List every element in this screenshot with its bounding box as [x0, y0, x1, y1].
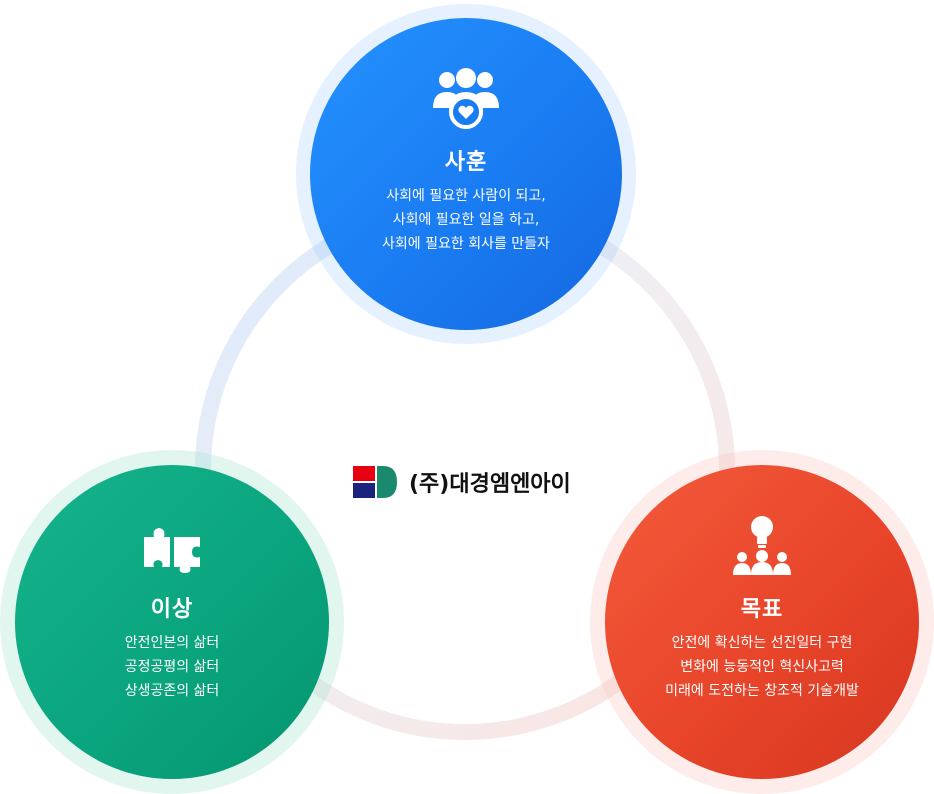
goal-line: 변화에 능동적인 혁신사고력 [680, 659, 844, 675]
goal-circle: 목표 안전에 확신하는 선진일터 구현 변화에 능동적인 혁신사고력 미래에 도… [605, 465, 919, 779]
motto-line: 사회에 필요한 회사를 만들자 [382, 236, 550, 252]
goal-line: 안전에 확신하는 선진일터 구현 [671, 635, 853, 651]
ideal-line: 상생공존의 삶터 [124, 683, 220, 699]
goal-line: 미래에 도전하는 창조적 기술개발 [665, 683, 859, 699]
motto-title: 사훈 [444, 150, 488, 175]
motto-circle: 사훈 사회에 필요한 사람이 되고, 사회에 필요한 일을 하고, 사회에 필요… [310, 18, 622, 330]
logo-mark-icon [353, 466, 397, 498]
motto-line: 사회에 필요한 사람이 되고, [386, 188, 546, 204]
lightbulb-team-icon [733, 516, 791, 575]
ideal-line: 안전인본의 삶터 [124, 635, 220, 651]
puzzle-icon [144, 528, 200, 573]
company-logo: (주)대경엠엔아이 [353, 466, 571, 498]
goal-title: 목표 [740, 597, 784, 622]
ideal-circle: 이상 안전인본의 삶터 공정공평의 삶터 상생공존의 삶터 [15, 465, 329, 779]
people-heart-icon [433, 68, 499, 129]
company-name: (주)대경엠엔아이 [409, 472, 571, 497]
motto-line: 사회에 필요한 일을 하고, [392, 212, 540, 228]
ideal-line: 공정공평의 삶터 [124, 659, 220, 675]
ideal-title: 이상 [150, 597, 194, 622]
